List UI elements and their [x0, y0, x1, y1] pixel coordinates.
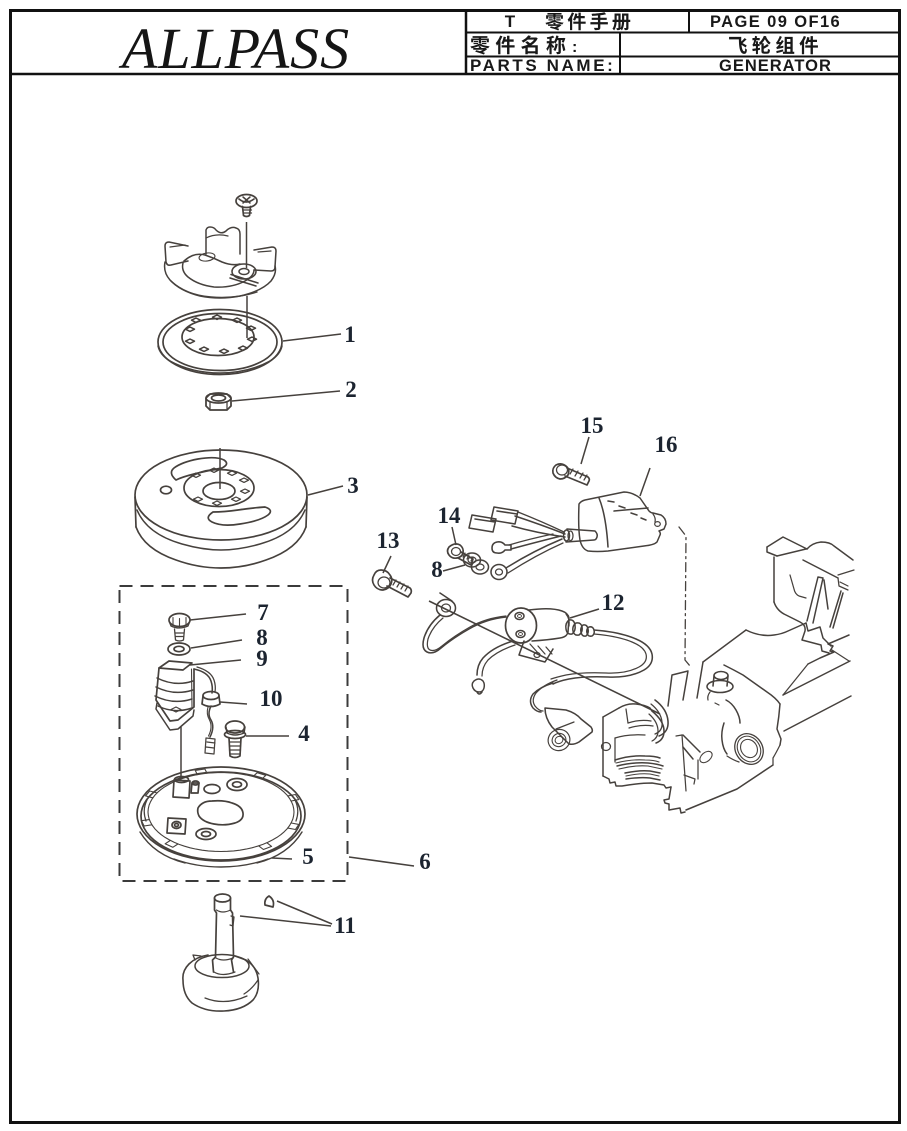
svg-text:3: 3	[347, 473, 359, 498]
svg-text:15: 15	[581, 413, 604, 438]
svg-text:10: 10	[260, 686, 283, 711]
svg-text:14: 14	[438, 503, 462, 528]
svg-text:6: 6	[419, 849, 431, 874]
svg-text:16: 16	[655, 432, 678, 457]
svg-text:PARTS NAME:: PARTS NAME:	[470, 56, 615, 75]
svg-text:1: 1	[344, 322, 356, 347]
svg-text::: :	[572, 39, 577, 56]
svg-text:13: 13	[377, 528, 400, 553]
svg-text:4: 4	[298, 721, 310, 746]
svg-text:8: 8	[256, 625, 268, 650]
svg-text:9: 9	[256, 646, 268, 671]
svg-text:8: 8	[431, 557, 443, 582]
svg-text:5: 5	[302, 844, 314, 869]
svg-text:GENERATOR: GENERATOR	[719, 57, 832, 75]
svg-text:PAGE 09 OF16: PAGE 09 OF16	[710, 13, 841, 31]
svg-text:2: 2	[345, 377, 357, 402]
svg-text:11: 11	[334, 913, 356, 938]
svg-text:12: 12	[602, 590, 625, 615]
svg-text:ALLPASS: ALLPASS	[118, 16, 350, 81]
svg-text:T: T	[505, 12, 516, 31]
svg-text:7: 7	[257, 600, 269, 625]
